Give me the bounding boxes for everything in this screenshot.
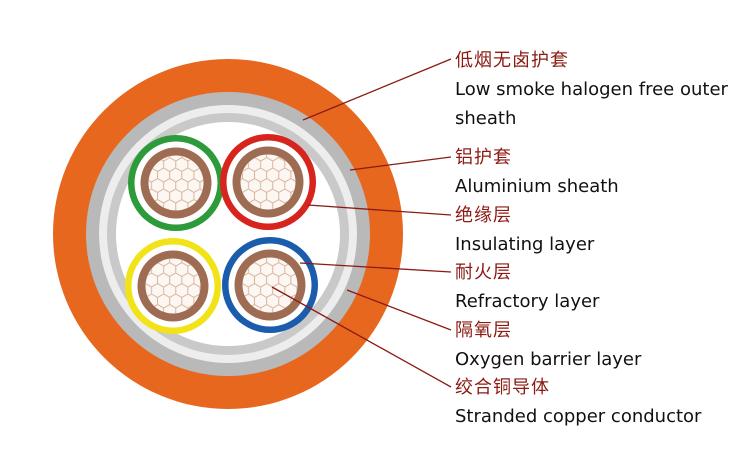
leader-line-oxygen-barrier: [346, 289, 452, 331]
core-top-right: [220, 134, 316, 230]
cable-body: [53, 59, 403, 409]
leader-line-aluminium-sheath: [349, 156, 452, 171]
stranded-conductor-mesh: [148, 155, 204, 211]
stranded-conductor-mesh: [240, 154, 296, 210]
leader-line-stranded-conductor: [271, 286, 452, 388]
core-top-left: [128, 135, 224, 231]
core-bottom-left: [125, 238, 221, 334]
stranded-conductor-mesh: [145, 258, 201, 314]
leader-line-outer-sheath: [302, 58, 452, 121]
stranded-conductor-mesh: [242, 257, 298, 313]
core-bottom-right: [222, 237, 318, 333]
leader-line-refractory-layer: [299, 262, 452, 273]
leader-line-insulating-layer: [307, 204, 452, 216]
leader-lines: [271, 58, 452, 388]
